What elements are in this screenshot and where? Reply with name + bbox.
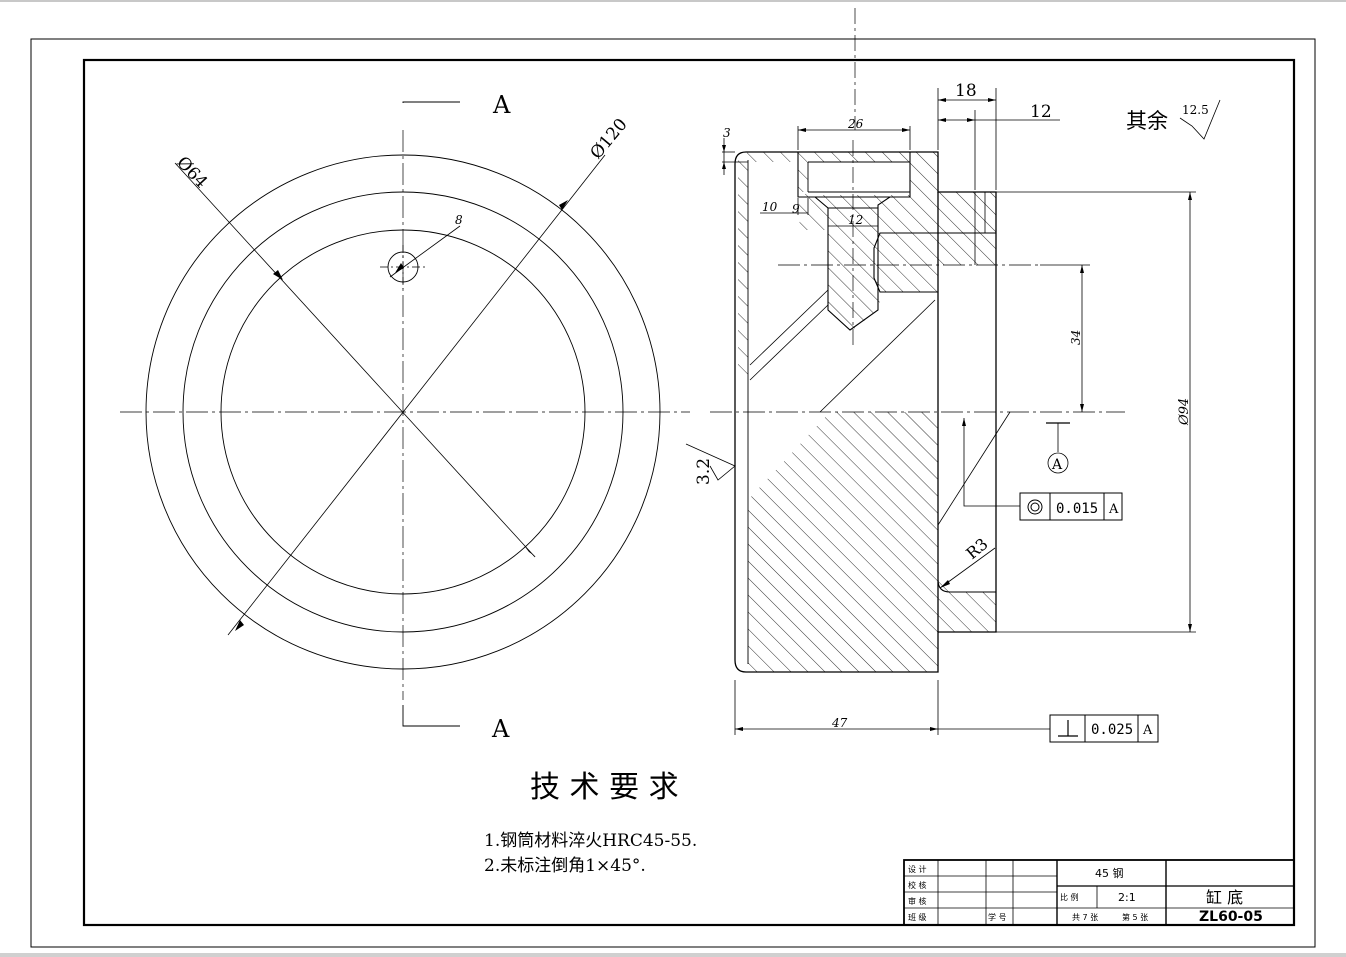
circle-view xyxy=(120,101,690,727)
roughness-3-2: 3.2 xyxy=(694,458,714,485)
section-view xyxy=(685,8,1221,735)
body-outline xyxy=(734,151,997,673)
dim-10: 10 xyxy=(762,200,778,214)
student-no-label: 学 号 xyxy=(988,912,1007,922)
tolerance-concentricity: 0.015 A xyxy=(1019,492,1123,521)
tech-requirement-1: 1.钢筒材料淬火HRC45-55. xyxy=(484,831,697,851)
roughness-rest-label: 其余 xyxy=(1126,109,1168,133)
dim-26: 26 xyxy=(847,117,864,131)
dim-hole-8: 8 xyxy=(455,213,463,227)
hatch-lower xyxy=(748,412,996,672)
role-design: 设 计 xyxy=(908,864,927,874)
tolerance-value-2: 0.025 xyxy=(1091,722,1133,738)
dim-3: 3 xyxy=(723,126,731,140)
tech-requirement-2: 2.未标注倒角1×45°. xyxy=(484,856,646,876)
concentricity-icon xyxy=(1027,499,1043,515)
role-check: 校 核 xyxy=(908,880,927,890)
scale-label: 比 例 xyxy=(1060,892,1079,902)
tolerance-datum-2: A xyxy=(1142,723,1153,738)
dim-12-top: 12 xyxy=(1030,102,1052,122)
sheet-total: 共 7 张 xyxy=(1072,913,1098,922)
sheet-no: 第 5 张 xyxy=(1122,912,1148,922)
role-class: 班 级 xyxy=(908,912,927,922)
perpendicularity-icon xyxy=(1058,720,1078,737)
section-label-top: A xyxy=(492,91,511,119)
tolerance-value-1: 0.015 xyxy=(1056,501,1098,517)
dim-12-mid: 12 xyxy=(848,213,863,227)
drawing-number: ZL60-05 xyxy=(1199,909,1263,925)
hatch-upper xyxy=(738,152,996,380)
title-block xyxy=(903,859,1295,926)
dim-34: 34 xyxy=(1069,330,1083,345)
dia64-leader xyxy=(174,162,536,558)
dim-dia94: Ø94 xyxy=(1177,398,1192,426)
outer-frame xyxy=(30,38,1316,948)
dim-dia64: Ø64 xyxy=(172,153,211,193)
dim-9: 9 xyxy=(792,202,800,216)
dim-47: 47 xyxy=(831,716,848,730)
section-label-bottom: A xyxy=(491,715,510,743)
part-name: 缸 底 xyxy=(1206,888,1243,907)
tech-requirements-title: 技 术 要 求 xyxy=(530,770,679,805)
material: 45 钢 xyxy=(1095,867,1124,880)
dim-dia120: Ø120 xyxy=(587,115,632,163)
bottom-strip xyxy=(0,953,1346,957)
inner-frame xyxy=(82,58,1296,927)
dia120-leader xyxy=(227,154,606,636)
dim-18: 18 xyxy=(955,81,977,101)
scale-value: 2:1 xyxy=(1118,891,1136,904)
tolerance-perpendicularity: 0.025 A xyxy=(1049,714,1159,743)
roughness-rest-value: 12.5 xyxy=(1182,103,1209,117)
role-review: 审 核 xyxy=(908,896,927,906)
dim-r3: R3 xyxy=(962,534,991,563)
datum-letter: A xyxy=(1051,457,1063,473)
tolerance-datum-1: A xyxy=(1108,502,1119,517)
